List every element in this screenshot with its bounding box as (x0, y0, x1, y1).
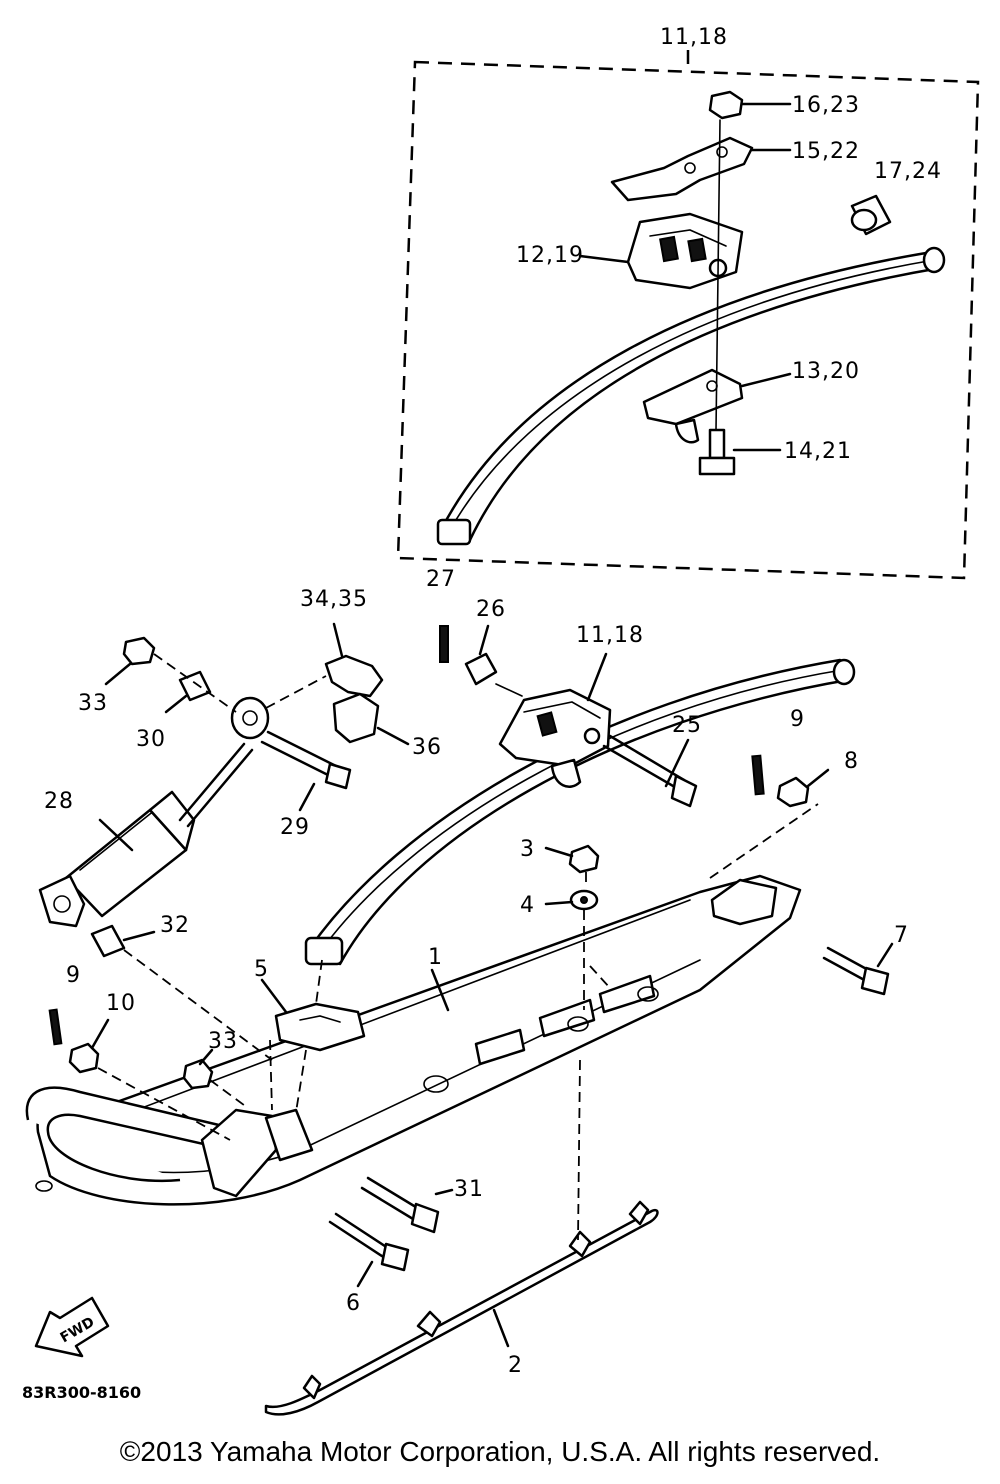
callout-14-21: 14,21 (784, 439, 852, 464)
stopper-plate-15-22 (610, 136, 754, 202)
saddle-5 (274, 1002, 366, 1052)
callout-3: 3 (520, 837, 535, 862)
callout-13-20: 13,20 (792, 359, 860, 384)
inset-dashed-box (396, 60, 980, 580)
callout-30: 30 (136, 727, 166, 752)
bracket-34-35 (324, 654, 384, 698)
callout-5: 5 (254, 957, 269, 982)
nut-33-bottom (182, 1058, 214, 1090)
callout-32: 32 (160, 913, 190, 938)
ski-bracket-12-19 (626, 212, 744, 290)
pin-27 (439, 625, 449, 663)
callout-34-35: 34,35 (300, 587, 368, 612)
callout-25: 25 (672, 713, 702, 738)
wear-bar-2 (264, 1200, 659, 1416)
callout-26: 26 (476, 597, 506, 622)
bolt-31 (360, 1176, 440, 1234)
main-leaf-spring (304, 658, 856, 966)
callout-9-right: 9 (790, 707, 805, 732)
fwd-arrow-icon: FWD (34, 1296, 110, 1358)
collar-26 (464, 652, 498, 686)
callout-6: 6 (346, 1291, 361, 1316)
callout-1: 1 (428, 945, 443, 970)
diagram-code: 83R300-8160 (22, 1383, 141, 1402)
nut-33-top (122, 636, 156, 666)
callout-11-18-top: 11,18 (660, 25, 728, 50)
bolt-29 (260, 730, 352, 790)
nut-3 (568, 844, 600, 874)
callout-10: 10 (106, 991, 136, 1016)
copyright-notice: ©2013 Yamaha Motor Corporation, U.S.A. A… (119, 1436, 881, 1467)
callout-4: 4 (520, 893, 535, 918)
callout-16-23: 16,23 (792, 93, 860, 118)
ski-1 (25, 874, 802, 1206)
callout-28: 28 (44, 789, 74, 814)
pin-9-left (48, 1008, 63, 1046)
callout-15-22: 15,22 (792, 139, 860, 164)
bolt-6 (328, 1212, 410, 1272)
callout-36: 36 (412, 735, 442, 760)
callout-12-19: 12,19 (516, 243, 584, 268)
callout-17-24: 17,24 (874, 159, 942, 184)
plate-13-20 (642, 368, 744, 426)
nut-16-23 (708, 90, 744, 120)
collar-32 (90, 924, 126, 958)
callout-33-bottom: 33 (208, 1029, 238, 1054)
callout-31: 31 (454, 1177, 484, 1202)
collar-30 (178, 670, 212, 702)
leaf-spring-inset (396, 50, 980, 580)
callout-7: 7 (894, 923, 909, 948)
nut-10 (68, 1042, 100, 1074)
bolt-14-21 (698, 428, 736, 476)
callout-11-18-mid: 11,18 (576, 623, 644, 648)
shock-absorber-28 (38, 696, 270, 928)
bolt-7 (822, 946, 890, 996)
callout-9-left: 9 (66, 963, 81, 988)
callout-33-top: 33 (78, 691, 108, 716)
callout-29: 29 (280, 815, 310, 840)
callout-2: 2 (508, 1353, 523, 1378)
ski-bracket-11-18 (498, 688, 612, 788)
callout-27: 27 (426, 567, 456, 592)
pin-9-right (751, 754, 765, 796)
cap-36 (332, 692, 380, 744)
nut-8 (776, 776, 810, 808)
callout-8: 8 (844, 749, 859, 774)
